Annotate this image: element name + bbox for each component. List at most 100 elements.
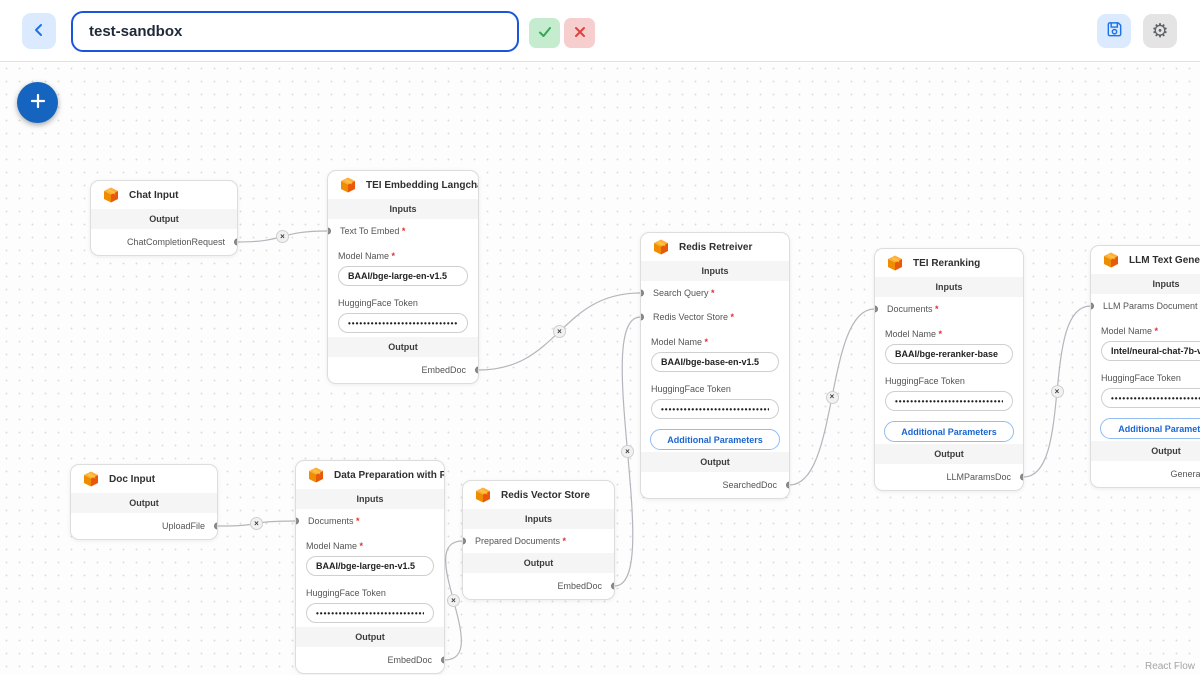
huggingface-token-input[interactable] — [306, 603, 434, 623]
plus-icon — [29, 92, 47, 113]
input-port-label: Prepared Documents * — [475, 536, 567, 546]
confirm-rename-button[interactable] — [529, 18, 560, 48]
model-name-input[interactable] — [1101, 341, 1200, 361]
output-port-label: EmbedDoc — [421, 365, 466, 375]
field-label: HuggingFace Token — [1101, 373, 1181, 383]
input-port-label: Search Query * — [653, 288, 715, 298]
output-port-row: SearchedDoc — [641, 472, 789, 498]
field-row: HuggingFace Token — [875, 368, 1023, 415]
huggingface-token-input[interactable] — [651, 399, 779, 419]
section-header-inputs: Inputs — [296, 489, 444, 509]
output-handle-llmparamsdoc[interactable] — [1020, 473, 1023, 481]
output-port-row: GeneratedDoc — [1091, 461, 1200, 487]
model-name-input[interactable] — [885, 344, 1013, 364]
huggingface-token-input[interactable] — [885, 391, 1013, 411]
node-title: Chat Input — [129, 189, 179, 201]
input-handle-documents[interactable] — [296, 517, 299, 525]
output-handle-uploadfile[interactable] — [214, 522, 217, 530]
package-icon — [474, 486, 492, 504]
input-handle-search-query[interactable] — [641, 289, 644, 297]
additional-parameters-button[interactable]: Additional Parameters — [1100, 418, 1200, 439]
field-label: Model Name * — [338, 251, 396, 261]
input-port-label: Documents * — [308, 516, 360, 526]
field-row: Model Name * — [875, 321, 1023, 368]
section-header-inputs: Inputs — [1091, 274, 1200, 294]
model-name-input[interactable] — [338, 266, 468, 286]
node-llm-text-generation[interactable]: LLM Text GenerationInputsLLM Params Docu… — [1090, 245, 1200, 488]
input-port-label: Redis Vector Store * — [653, 312, 735, 322]
save-button[interactable] — [1097, 14, 1131, 48]
input-handle-text-to-embed[interactable] — [328, 227, 331, 235]
edge-delete-button[interactable]: × — [1050, 385, 1064, 398]
output-handle-embeddoc[interactable] — [441, 656, 444, 664]
package-icon — [339, 176, 357, 194]
output-port-label: GeneratedDoc — [1170, 469, 1200, 479]
edge-delete-button[interactable]: × — [621, 445, 634, 458]
model-name-input[interactable] — [651, 352, 779, 372]
output-handle-chatcompletionrequest[interactable] — [234, 238, 237, 246]
output-handle-embeddoc[interactable] — [611, 582, 614, 590]
package-icon — [82, 470, 100, 488]
node-title: LLM Text Generation — [1129, 254, 1200, 266]
react-flow-attribution: React Flow — [1144, 661, 1195, 672]
output-handle-embeddoc[interactable] — [475, 366, 478, 374]
output-handle-searcheddoc[interactable] — [786, 481, 789, 489]
package-icon — [652, 238, 670, 256]
chevron-left-icon — [30, 21, 48, 42]
input-handle-llm-params-document[interactable] — [1091, 302, 1094, 310]
edge-delete-button[interactable]: × — [825, 390, 839, 404]
field-row: Model Name * — [641, 329, 789, 376]
required-marker: * — [702, 337, 709, 347]
cancel-rename-button[interactable] — [564, 18, 595, 48]
field-row: HuggingFace Token — [328, 290, 478, 337]
flow-name-input[interactable] — [71, 11, 519, 52]
input-port-row: Prepared Documents * — [463, 529, 614, 553]
field-row: Model Name * — [296, 533, 444, 580]
huggingface-token-input[interactable] — [1101, 388, 1200, 408]
node-title: Redis Retreiver — [679, 241, 753, 253]
back-button[interactable] — [22, 13, 56, 49]
required-marker: * — [936, 329, 943, 339]
section-header-output: Output — [91, 209, 237, 229]
section-header-inputs: Inputs — [641, 261, 789, 281]
field-label: HuggingFace Token — [306, 588, 386, 598]
huggingface-token-input[interactable] — [338, 313, 468, 333]
settings-button[interactable]: ⚙ — [1143, 14, 1177, 48]
output-port-label: EmbedDoc — [557, 581, 602, 591]
edge-delete-button[interactable]: × — [276, 230, 289, 243]
edge-delete-button[interactable]: × — [447, 594, 460, 607]
required-marker: * — [399, 226, 406, 236]
input-port-row: LLM Params Document * — [1091, 294, 1200, 318]
section-header-inputs: Inputs — [875, 277, 1023, 297]
node-tei-embedding[interactable]: TEI Embedding LangchainInputsText To Emb… — [327, 170, 479, 384]
section-header-inputs: Inputs — [463, 509, 614, 529]
section-header-output: Output — [875, 444, 1023, 464]
node-title: Redis Vector Store — [501, 489, 590, 501]
edge-delete-button[interactable]: × — [250, 517, 263, 530]
input-handle-redis-vector-store[interactable] — [641, 313, 644, 321]
input-handle-documents[interactable] — [875, 305, 878, 313]
section-header-output: Output — [463, 553, 614, 573]
gear-icon: ⚙ — [1151, 19, 1169, 42]
field-row: HuggingFace Token — [296, 580, 444, 627]
input-port-row: Documents * — [875, 297, 1023, 321]
section-header-output: Output — [296, 627, 444, 647]
edge-delete-button[interactable]: × — [553, 325, 566, 338]
node-header: Redis Vector Store — [463, 481, 614, 509]
node-data-prep-redis[interactable]: Data Preparation with RedisInputsDocumen… — [295, 460, 445, 674]
additional-parameters-button[interactable]: Additional Parameters — [650, 429, 780, 450]
check-icon — [537, 24, 553, 43]
additional-parameters-button[interactable]: Additional Parameters — [884, 421, 1014, 442]
node-title: Data Preparation with Redis — [334, 469, 444, 481]
model-name-input[interactable] — [306, 556, 434, 576]
input-handle-prepared-documents[interactable] — [463, 537, 466, 545]
add-node-button[interactable] — [17, 82, 58, 123]
output-port-label: LLMParamsDoc — [946, 472, 1011, 482]
input-port-row: Redis Vector Store * — [641, 305, 789, 329]
